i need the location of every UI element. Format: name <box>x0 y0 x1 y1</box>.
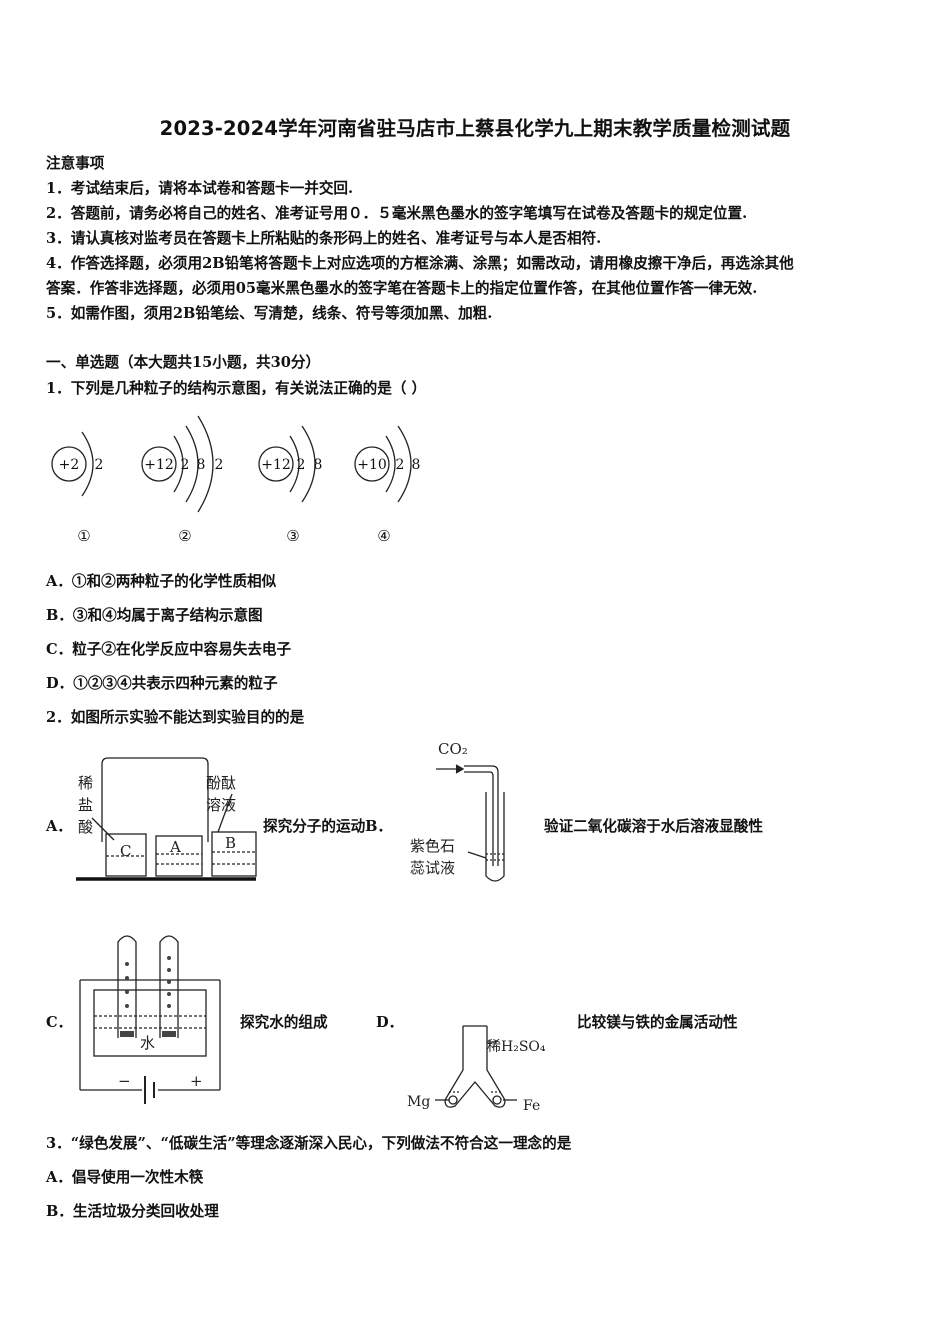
atom-2-shell: 2 <box>215 457 224 473</box>
atom-4-nucleus-circle <box>354 446 390 482</box>
atom-2-shell: 8 <box>197 457 206 473</box>
notice-item: 4．作答选择题，必须用2B铅笔将答题卡上对应选项的方框涂满、涂黑；如需改动，请用… <box>46 255 794 272</box>
atom-4-shell-arc <box>397 425 412 503</box>
atom-3-shell: 8 <box>314 457 323 473</box>
label-phenolphthalein: 酚酞 <box>206 774 236 792</box>
atom-2-label: ② <box>178 527 191 545</box>
test-tube <box>485 792 505 882</box>
question-2-option-a-letter: A． <box>46 818 72 835</box>
atom-4-shell: 2 <box>396 457 405 473</box>
label-dilute: 稀 <box>78 774 93 792</box>
electrode-left <box>120 1031 134 1037</box>
delivery-tube <box>464 765 499 866</box>
water-label: 水 <box>140 1034 155 1052</box>
water-trough <box>93 989 207 1057</box>
atom-4-shell-arc <box>385 435 396 493</box>
atom-3-label: ③ <box>286 527 299 545</box>
notice-item: 2．答题前，请务必将自己的姓名、准考证号用０．５毫米黑色墨水的签字笔填写在试卷及… <box>46 205 748 222</box>
negative-terminal: − <box>118 1072 131 1090</box>
question-3-option-b: B．生活垃圾分类回收处理 <box>46 1203 219 1220</box>
question-2-option-b-caption: 验证二氧化碳溶于水后溶液显酸性 <box>544 818 763 835</box>
question-2-option-d-letter: D． <box>376 1014 404 1031</box>
experiment-c-figure: 水 − + <box>79 935 221 1104</box>
experiment-b-figure: CO₂ 紫色石 蕊试液 <box>410 740 505 882</box>
atom-2-nucleus: +12 <box>144 457 174 473</box>
question-1-stem: 1．下列是几种粒子的结构示意图，有关说法正确的是（ ） <box>46 380 427 397</box>
atom-3-shell: 2 <box>297 457 306 473</box>
notice-item: 答案．作答非选择题，必须用05毫米黑色墨水的签字笔在答题卡上的指定位置作答，在其… <box>46 280 758 297</box>
question-1-option-c: C．粒子②在化学反应中容易失去电子 <box>46 641 292 658</box>
question-1-option-d: D．①②③④共表示四种元素的粒子 <box>46 675 278 692</box>
electrode-right <box>162 1031 176 1037</box>
atom-3-nucleus-circle <box>258 446 294 482</box>
question-2-option-c-caption: 探究水的组成 <box>240 1014 328 1031</box>
notice-item: 5．如需作图，须用2B铅笔绘、写清楚，线条、符号等须加黑、加粗. <box>46 305 493 322</box>
litmus-label-1: 紫色石 <box>410 837 455 855</box>
atom-4-label: ④ <box>377 527 390 545</box>
atom-1-nucleus: +2 <box>59 457 80 473</box>
atom-3-nucleus: +12 <box>261 457 291 473</box>
y-tube <box>444 1026 506 1108</box>
positive-terminal: + <box>190 1072 203 1090</box>
atom-1-shell: 2 <box>95 457 104 473</box>
atom-4-shell: 8 <box>412 457 421 473</box>
page-title: 2023-2024学年河南省驻马店市上蔡县化学九上期末教学质量检测试题 <box>159 117 791 140</box>
experiment-d-figure: 稀H₂SO₄ Mg Fe <box>407 1025 546 1114</box>
atom-2-shell: 2 <box>181 457 190 473</box>
atom-2-shell-arc <box>185 425 199 503</box>
question-2-option-d-caption: 比较镁与铁的金属活动性 <box>577 1014 738 1031</box>
beaker-c <box>105 833 147 877</box>
beaker-b-label: B <box>225 834 236 852</box>
atom-2-nucleus-circle <box>141 446 177 482</box>
test-tube-right <box>159 935 179 1038</box>
atom-1-label: ① <box>77 527 90 545</box>
atom-3-shell-arc <box>289 435 300 493</box>
question-3-option-a: A．倡导使用一次性木筷 <box>46 1169 204 1186</box>
beaker-a-label: A <box>169 838 181 856</box>
beaker-c-label: C <box>120 842 131 860</box>
acid-label: 稀H₂SO₄ <box>487 1039 546 1055</box>
atom-2-shell-arc <box>173 435 184 493</box>
label-hcl-1: 盐 <box>78 796 93 814</box>
label-hcl-2: 酸 <box>78 818 93 836</box>
atom-structure-diagrams: +2 2 +12 2 8 2 +12 2 8 +10 2 8 ① ② ③ ④ <box>51 415 421 545</box>
atom-4-nucleus: +10 <box>357 457 387 473</box>
test-tube-left <box>117 935 137 1038</box>
co2-label: CO₂ <box>438 740 468 758</box>
notice-item: 1．考试结束后，请将本试卷和答题卡一并交回. <box>46 180 354 197</box>
atom-1-nucleus-circle <box>51 446 87 482</box>
atom-1-shell-arc <box>81 431 94 497</box>
question-1-option-b: B．③和④均属于离子结构示意图 <box>46 607 263 624</box>
bell-jar-outline <box>101 757 209 842</box>
notice-heading: 注意事项 <box>46 155 105 172</box>
question-2-option-c-letter: C． <box>46 1014 73 1031</box>
question-3-stem: 3．“绿色发展”、“低碳生活”等理念逐渐深入民心，下列做法不符合这一理念的是 <box>46 1135 572 1152</box>
notice-item: 3．请认真核对监考员在答题卡上所粘贴的条形码上的姓名、准考证号与本人是否相符. <box>46 230 602 247</box>
litmus-label-2: 蕊试液 <box>410 859 455 877</box>
question-2-option-a-caption: 探究分子的运动B． <box>263 818 393 835</box>
beaker-b <box>211 831 257 877</box>
mg-label: Mg <box>407 1094 430 1110</box>
beaker-a <box>155 835 203 877</box>
section-heading: 一、单选题（本大题共15小题，共30分） <box>46 354 321 371</box>
experiment-a-figure: 稀 盐 酸 酚酞 溶液 C A B <box>76 757 257 881</box>
question-2-stem: 2．如图所示实验不能达到实验目的的是 <box>46 709 305 726</box>
label-solution: 溶液 <box>206 796 236 814</box>
atom-3-shell-arc <box>301 425 316 503</box>
question-1-option-a: A．①和②两种粒子的化学性质相似 <box>46 573 277 590</box>
atom-2-shell-arc <box>197 415 214 513</box>
fe-label: Fe <box>523 1098 540 1114</box>
